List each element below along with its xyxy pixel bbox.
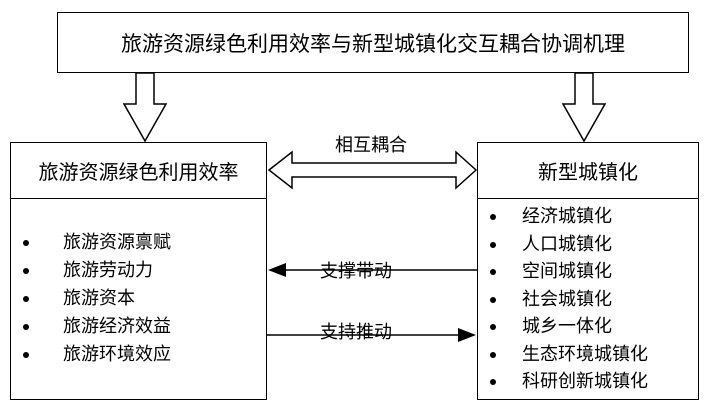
tourism-efficiency-list: 旅游资源禀赋 旅游劳动力 旅游资本 旅游经济效益 旅游环境效应 xyxy=(23,229,171,369)
bullet-icon xyxy=(23,352,29,358)
down-arrow-right xyxy=(561,72,607,143)
mutual-coupling-label: 相互耦合 xyxy=(335,135,407,156)
bullet-icon xyxy=(490,324,496,330)
list-item: 空间城镇化 xyxy=(490,258,648,286)
new-urbanization-header: 新型城镇化 xyxy=(477,142,699,199)
tourism-efficiency-header: 旅游资源绿色利用效率 xyxy=(10,142,267,199)
support-arrow-head xyxy=(268,263,286,277)
bullet-icon xyxy=(23,296,29,302)
mechanism-title-box: 旅游资源绿色利用效率与新型城镇化交互耦合协调机理 xyxy=(57,12,689,73)
list-item: 旅游环境效应 xyxy=(23,341,171,369)
mutual-coupling-arrow xyxy=(267,150,478,190)
bullet-icon xyxy=(23,324,29,330)
new-urbanization-title: 新型城镇化 xyxy=(538,160,638,184)
mechanism-title: 旅游资源绿色利用效率与新型城镇化交互耦合协调机理 xyxy=(121,31,625,56)
list-item: 经济城镇化 xyxy=(490,203,648,231)
new-urbanization-list-box: 经济城镇化 人口城镇化 空间城镇化 社会城镇化 城乡一体化 生态环境城镇化 科研… xyxy=(477,198,699,400)
list-item: 科研创新城镇化 xyxy=(490,368,648,396)
tourism-efficiency-list-box: 旅游资源禀赋 旅游劳动力 旅游资本 旅游经济效益 旅游环境效应 xyxy=(10,198,267,400)
list-item: 人口城镇化 xyxy=(490,231,648,259)
bullet-icon xyxy=(490,296,496,303)
bullet-icon xyxy=(490,214,496,220)
bullet-icon xyxy=(490,241,496,248)
tourism-efficiency-title: 旅游资源绿色利用效率 xyxy=(38,160,239,184)
list-item: 生态环境城镇化 xyxy=(490,341,648,369)
down-arrow-left xyxy=(122,72,168,143)
bullet-icon xyxy=(490,379,496,385)
list-item: 旅游经济效益 xyxy=(23,313,171,341)
bullet-icon xyxy=(23,240,29,246)
bullet-icon xyxy=(23,268,29,274)
promote-arrow-head xyxy=(458,328,476,342)
bullet-icon xyxy=(490,269,496,275)
list-item: 旅游劳动力 xyxy=(23,257,171,285)
support-drive-label: 支撑带动 xyxy=(320,261,392,282)
new-urbanization-list: 经济城镇化 人口城镇化 空间城镇化 社会城镇化 城乡一体化 生态环境城镇化 科研… xyxy=(490,203,648,396)
list-item: 旅游资本 xyxy=(23,285,171,313)
list-item: 社会城镇化 xyxy=(490,286,648,314)
bullet-icon xyxy=(490,351,496,358)
list-item: 城乡一体化 xyxy=(490,313,648,341)
support-promote-label: 支持推动 xyxy=(320,322,392,343)
list-item: 旅游资源禀赋 xyxy=(23,229,171,257)
